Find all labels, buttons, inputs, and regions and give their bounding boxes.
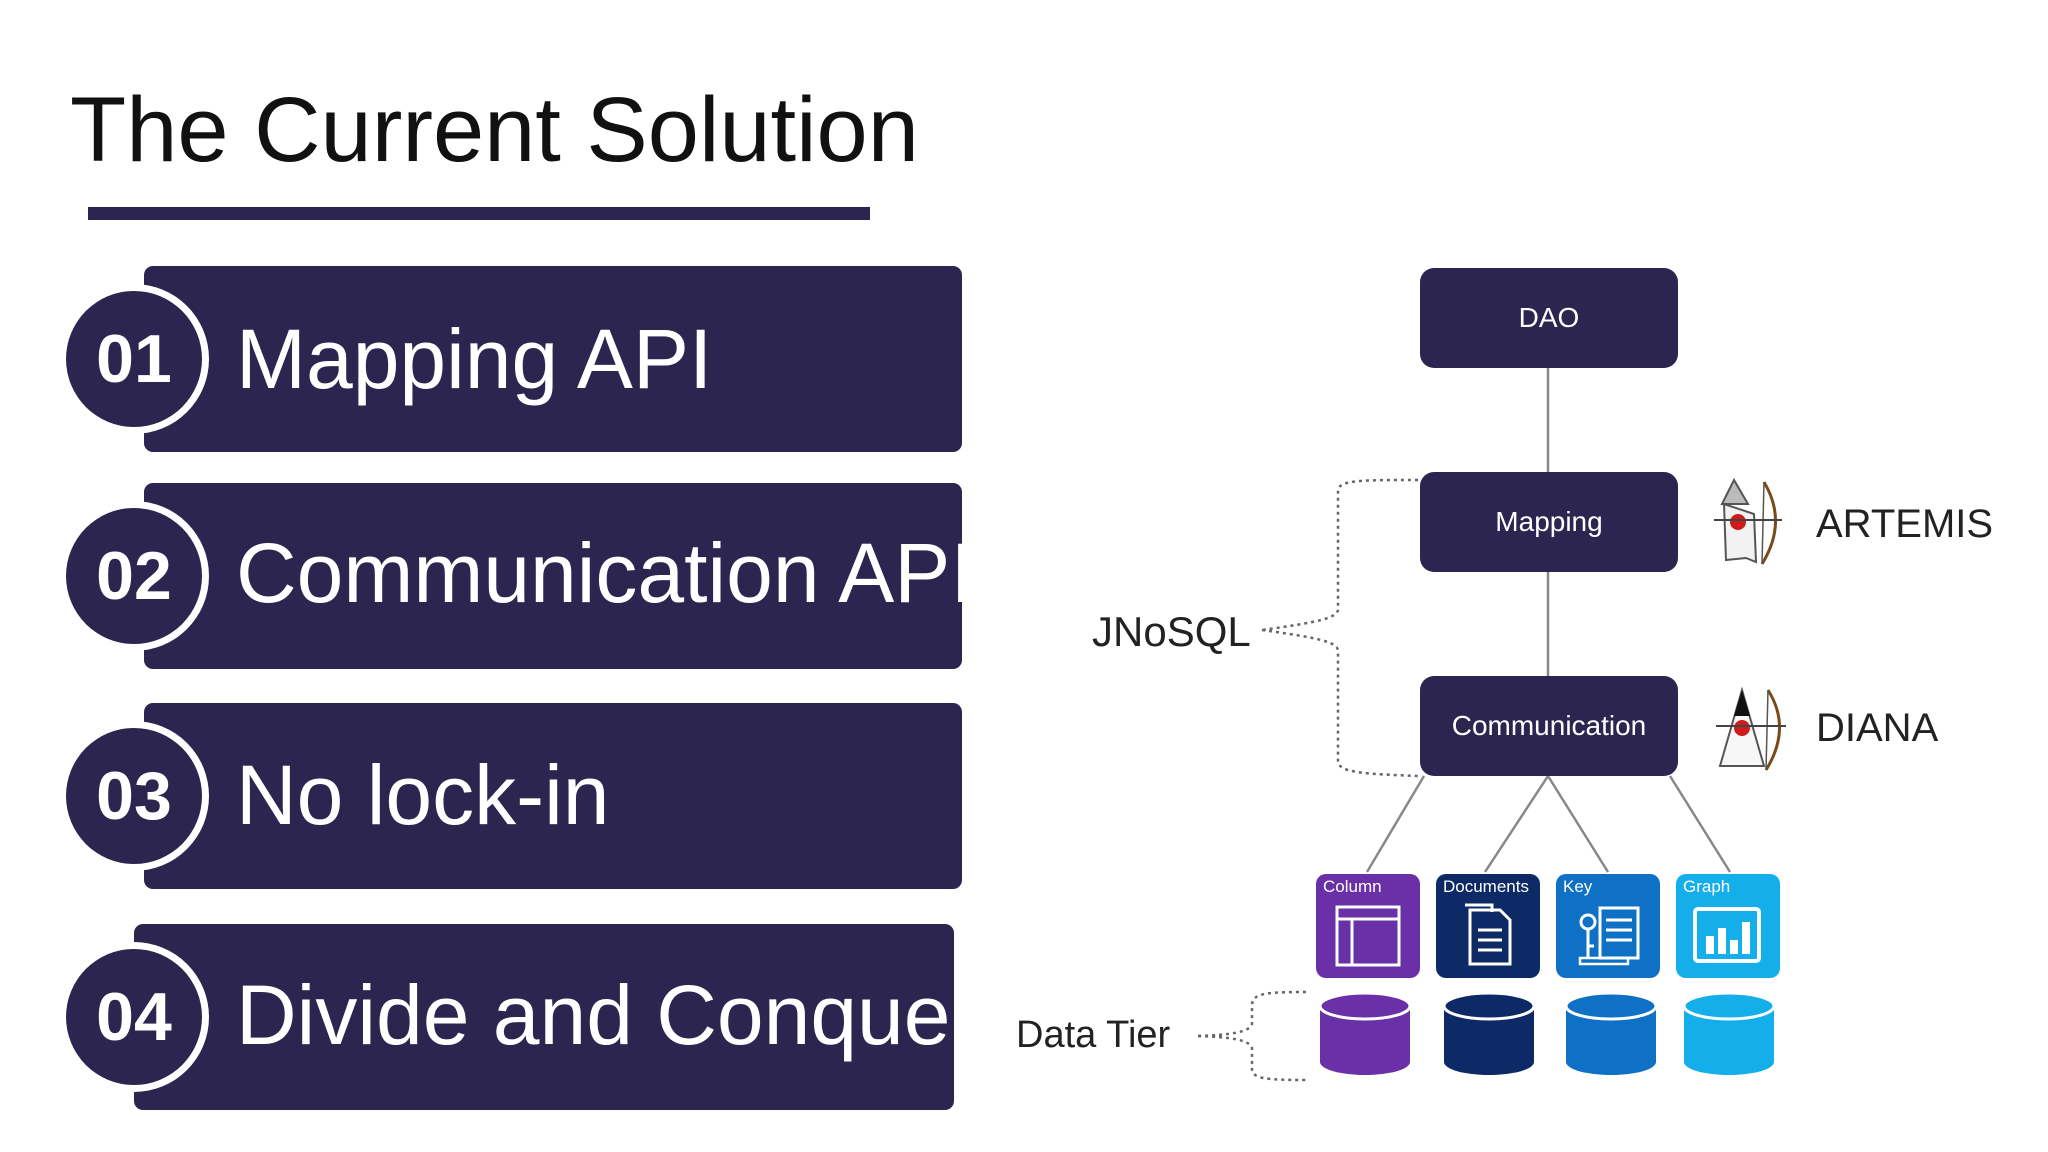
key-tile: Key (1556, 874, 1660, 978)
bar-graph-icon (1693, 907, 1761, 963)
mapping-box: Mapping (1420, 472, 1678, 572)
item-label: No lock-in (236, 748, 610, 842)
item-number: 03 (96, 758, 172, 834)
column-tile: Column (1316, 874, 1420, 978)
item-number-badge: 04 (66, 949, 202, 1085)
page-title: The Current Solution (70, 79, 919, 181)
documents-tile: Documents (1436, 874, 1540, 978)
jnosql-label: JNoSQL (1092, 608, 1251, 655)
item-number-badge: 03 (66, 728, 202, 864)
dao-box: DAO (1420, 268, 1678, 368)
column-database-icon (1318, 991, 1412, 1075)
item-number: 01 (96, 321, 172, 397)
diana-label: DIANA (1816, 706, 1939, 750)
tile-label: Column (1323, 877, 1382, 896)
title-underline (88, 207, 870, 220)
graph-tile: Graph (1676, 874, 1780, 978)
item-bar-divide-and-conquer (134, 924, 954, 1110)
key-database-icon (1564, 991, 1658, 1075)
artemis-label: ARTEMIS (1816, 502, 1994, 546)
item-label: Communication API (236, 526, 974, 620)
item-label: Divide and Conquer (236, 968, 979, 1062)
column-table-icon (1335, 905, 1401, 967)
tile-label: Graph (1683, 877, 1731, 896)
item-number: 04 (96, 979, 172, 1055)
item-bar-communication-api (144, 483, 962, 669)
document-icon (1465, 903, 1512, 966)
tile-label: Documents (1443, 877, 1529, 896)
key-value-icon (1578, 906, 1640, 966)
item-number: 02 (96, 538, 172, 614)
item-bar-no-lock-in (144, 703, 962, 889)
artemis-mascot-icon (1714, 477, 1782, 565)
item-number-badge: 02 (66, 508, 202, 644)
communication-box: Communication (1420, 676, 1678, 776)
item-bar-mapping-api (144, 266, 962, 452)
diana-mascot-icon (1716, 686, 1786, 771)
tile-label: Key (1563, 877, 1593, 896)
item-number-badge: 01 (66, 291, 202, 427)
data-tier-label: Data Tier (1016, 1014, 1171, 1056)
item-label: Mapping API (236, 312, 713, 406)
graph-database-icon (1682, 991, 1776, 1075)
documents-database-icon (1442, 991, 1536, 1075)
